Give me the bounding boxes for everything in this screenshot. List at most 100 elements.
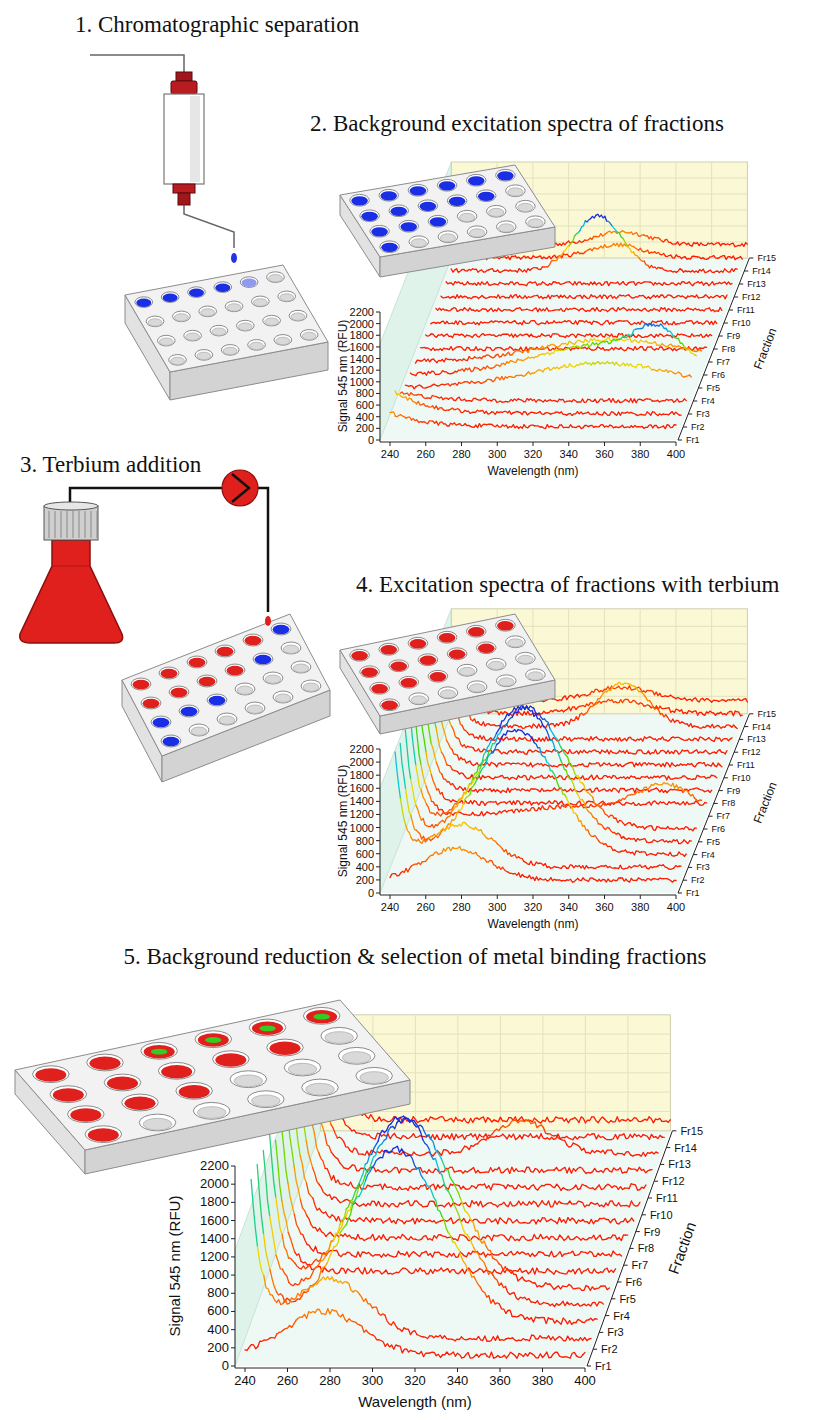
spectrum-line xyxy=(679,828,684,830)
spectrum-line xyxy=(662,802,667,804)
spectrum-line xyxy=(533,802,538,804)
spectrum-line xyxy=(596,696,601,704)
spectrum-line xyxy=(668,331,673,336)
spectrum-line xyxy=(591,763,596,764)
spectrum-line xyxy=(357,1168,363,1171)
spectrum-line xyxy=(492,412,497,414)
spectrum-line xyxy=(638,235,643,237)
spectrum-line xyxy=(555,751,560,761)
spectrum-line xyxy=(576,340,581,342)
spectrum-line xyxy=(428,421,433,424)
spectrum-line xyxy=(548,295,553,298)
spectrum-line xyxy=(421,819,426,826)
spectrum-line xyxy=(593,797,598,805)
spectrum-line xyxy=(586,775,591,779)
spectrum-line xyxy=(518,375,523,376)
spectrum-line xyxy=(560,343,565,345)
spectrum-line xyxy=(535,412,540,414)
spectrum-line xyxy=(512,712,517,717)
spectrum-line xyxy=(453,784,458,790)
spectrum-line xyxy=(517,776,522,780)
spectrum-line xyxy=(572,365,577,367)
spectrum-line xyxy=(556,425,561,428)
spectrum-line xyxy=(704,777,709,779)
spectrum-line xyxy=(645,308,650,311)
spectrum-line xyxy=(668,852,673,856)
spectrum-line xyxy=(656,334,661,336)
spectrum-line xyxy=(570,296,575,299)
spectrum-line xyxy=(671,695,676,698)
chart-axis xyxy=(461,895,462,899)
spectrum-line xyxy=(417,420,422,422)
spectrum-line xyxy=(682,282,687,284)
chart-axis xyxy=(376,312,380,313)
spectrum-line xyxy=(548,1169,554,1170)
spectrum-line xyxy=(679,399,684,402)
spectrum-line xyxy=(527,321,532,324)
spectrum-line xyxy=(583,878,588,882)
spectrum-line xyxy=(474,357,479,358)
chart-axis xyxy=(376,381,380,382)
spectrum-line xyxy=(443,812,448,813)
spectrum-line xyxy=(459,397,464,400)
spectrum-line xyxy=(533,789,538,790)
chart-axis xyxy=(568,895,569,899)
spectrum-line xyxy=(592,1117,598,1123)
spectrum-line xyxy=(601,245,606,249)
spectrum-line xyxy=(575,751,580,754)
spectrum-line xyxy=(573,1143,579,1147)
spectrum-line xyxy=(730,243,735,246)
spectrum-line xyxy=(458,787,463,791)
spectrum-line xyxy=(416,805,421,820)
spectrum-line xyxy=(452,308,457,312)
spectrum-line xyxy=(407,1134,413,1139)
spectrum-line xyxy=(592,775,597,779)
spectrum-line xyxy=(571,346,576,347)
spectrum-line xyxy=(667,789,672,792)
spectrum-line xyxy=(581,321,586,322)
spectrum-line xyxy=(608,788,613,791)
spectrum-line xyxy=(446,1167,452,1168)
spectrum-line xyxy=(709,738,714,742)
spectrum-line xyxy=(575,764,580,765)
spectrum-line xyxy=(574,694,579,697)
spectrum-line xyxy=(694,775,699,779)
spectrum-line xyxy=(406,825,411,837)
spectrum-line xyxy=(613,788,618,792)
spectrum-line xyxy=(496,721,501,733)
chart-axis xyxy=(461,442,462,446)
spectrum-line xyxy=(369,1115,375,1122)
spectrum-line xyxy=(741,257,743,260)
spectrum-line xyxy=(538,775,543,778)
spectrum-line xyxy=(644,695,649,701)
spectrum-line xyxy=(351,1182,357,1188)
spectrum-line xyxy=(497,867,502,870)
spectrum-line xyxy=(665,255,670,256)
spectrum-line xyxy=(673,827,678,829)
spectrum-line xyxy=(572,400,577,402)
spectrum-line xyxy=(605,1168,611,1172)
spectrum-line xyxy=(642,426,647,428)
spectrum-line xyxy=(613,776,618,779)
spectrum-line xyxy=(439,1150,445,1156)
spectrum-line xyxy=(421,359,426,361)
spectrum-line xyxy=(715,321,717,323)
spectrum-line xyxy=(625,339,630,341)
spectrum-line xyxy=(395,1187,401,1190)
spectrum-line xyxy=(620,363,625,366)
spectrum-line xyxy=(460,847,465,851)
spectrum-line xyxy=(646,785,651,790)
spectrum-line xyxy=(636,399,641,402)
spectrum-line xyxy=(485,812,490,814)
spectrum-line xyxy=(624,1168,630,1173)
spectrum-line xyxy=(618,1134,624,1139)
spectrum-line xyxy=(452,770,457,772)
spectrum-line xyxy=(684,375,689,377)
spectrum-line xyxy=(652,369,657,371)
spectrum-line xyxy=(452,1167,458,1172)
spectrum-line xyxy=(591,295,596,298)
spectrum-line xyxy=(528,706,533,709)
spectrum-line xyxy=(475,398,480,400)
spectrum-line xyxy=(411,816,416,830)
spectrum-line xyxy=(522,1167,528,1172)
